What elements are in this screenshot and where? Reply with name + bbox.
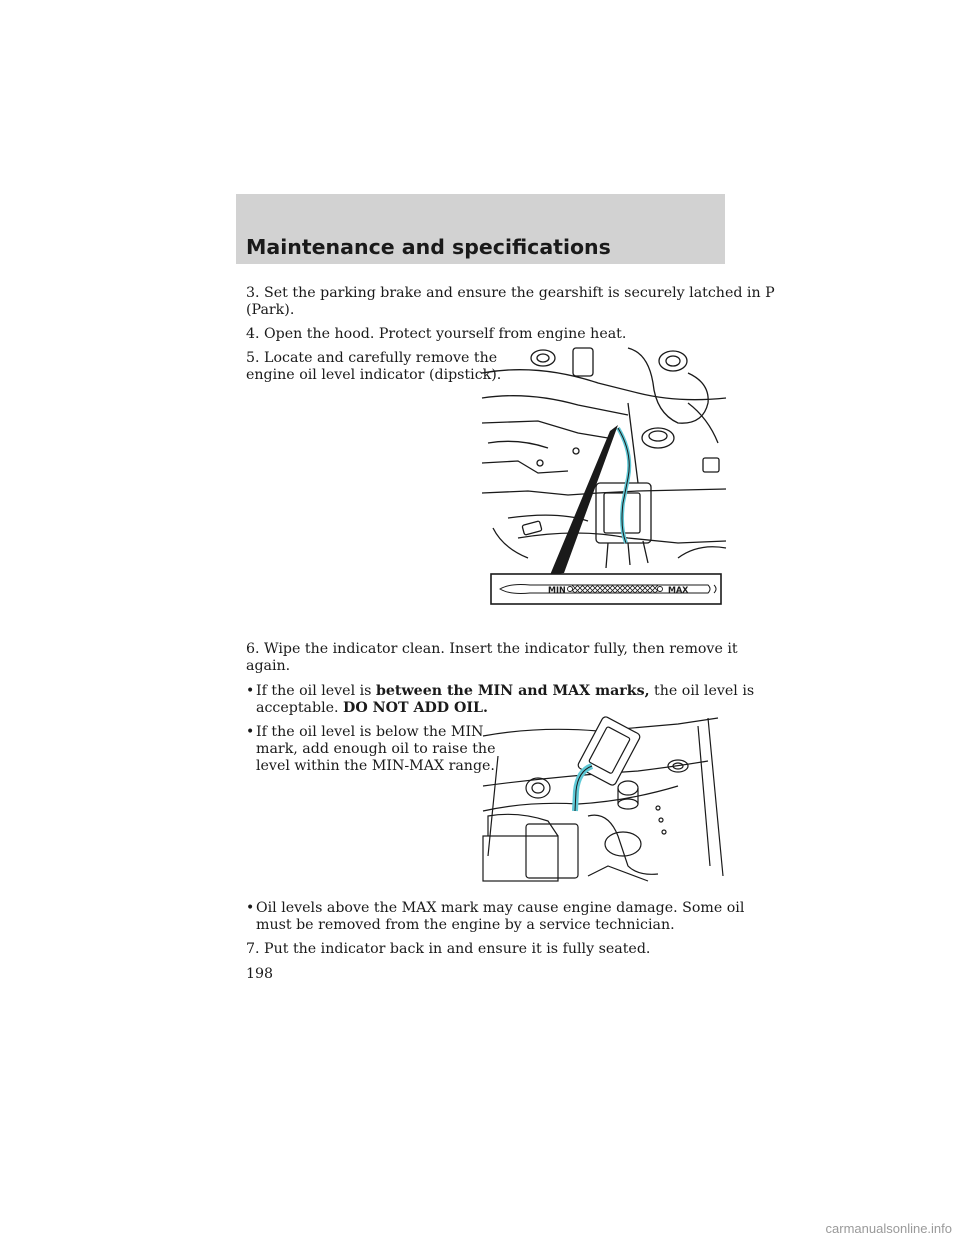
bullet-3-line-2: must be removed from the engine by a ser…	[256, 917, 675, 933]
step-3-line-1: 3. Set the parking brake and ensure the …	[246, 285, 775, 301]
step-6-line-2: again.	[246, 658, 291, 674]
bullet-3-line-1: Oil levels above the MAX mark may cause …	[256, 900, 745, 916]
bullet-2-line-2: mark, add enough oil to raise the	[256, 741, 496, 757]
engine-dipstick-illustration	[481, 347, 727, 575]
step-4: 4. Open the hood. Protect yourself from …	[246, 326, 627, 342]
step-3-line-2: (Park).	[246, 302, 295, 318]
dipstick-blade-detail: MIN MAX	[490, 573, 722, 605]
bullet-1-line-1: If the oil level is between the MIN and …	[256, 683, 755, 699]
watermark: carmanualsonline.info	[825, 1221, 952, 1236]
page-number: 198	[246, 966, 274, 982]
bullet-1-line-2: acceptable. DO NOT ADD OIL.	[256, 700, 488, 716]
step-5-line-2: engine oil level indicator (dipstick).	[246, 367, 502, 383]
step-7: 7. Put the indicator back in and ensure …	[246, 941, 651, 957]
step-5-line-1: 5. Locate and carefully remove the	[246, 350, 498, 366]
dipstick-max-label: MAX	[668, 586, 689, 595]
oil-filling-illustration	[482, 716, 724, 882]
step-6-line-1: 6. Wipe the indicator clean. Insert the …	[246, 641, 738, 657]
section-header-band	[236, 194, 725, 264]
bullet-glyph: •	[246, 724, 255, 740]
bullet-2-line-3: level within the MIN-MAX range.	[256, 758, 495, 774]
page-title: Maintenance and specifications	[246, 235, 611, 259]
dipstick-min-label: MIN	[548, 586, 566, 595]
bullet-glyph: •	[246, 683, 255, 699]
bullet-2-line-1: If the oil level is below the MIN	[256, 724, 484, 740]
bullet-glyph: •	[246, 900, 255, 916]
